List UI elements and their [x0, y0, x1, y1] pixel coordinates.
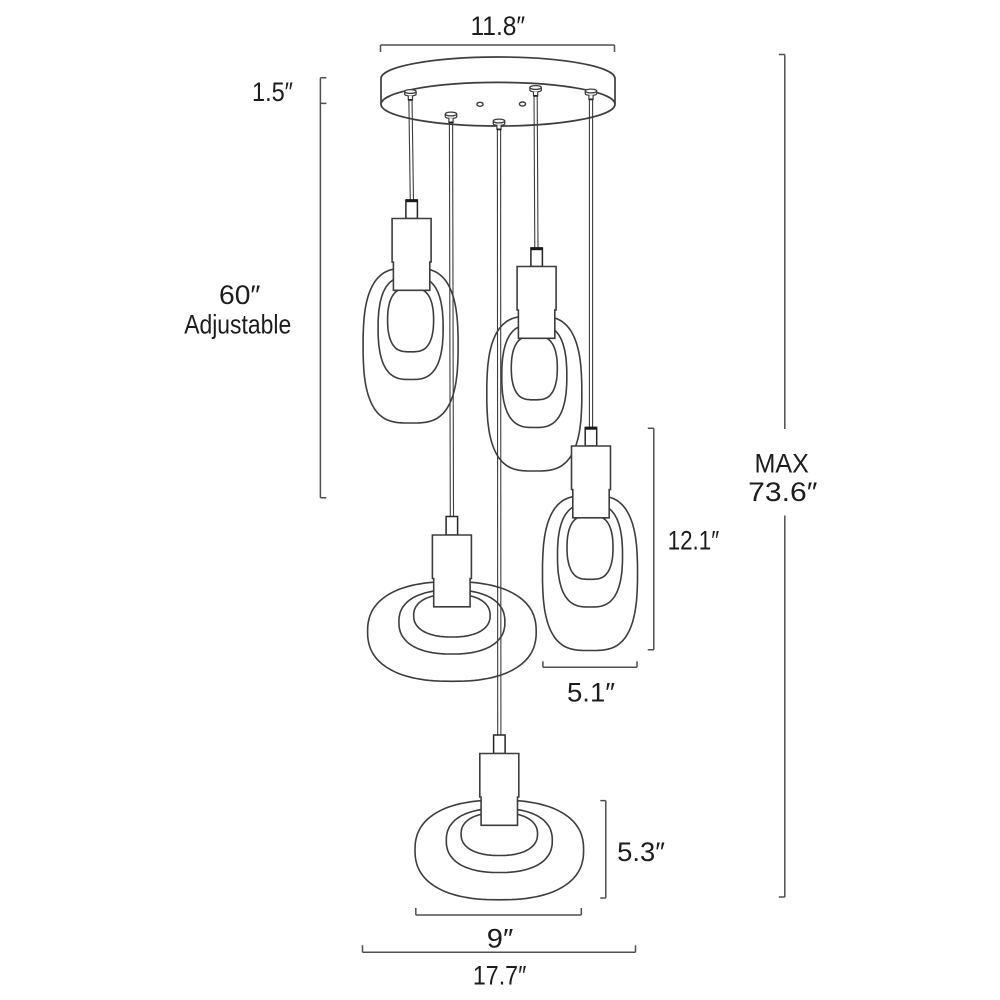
svg-text:Adjustable: Adjustable	[184, 310, 291, 340]
svg-text:MAX: MAX	[755, 449, 809, 479]
svg-text:12.1″: 12.1″	[668, 525, 720, 555]
svg-text:11.8″: 11.8″	[470, 11, 525, 41]
svg-text:60″: 60″	[219, 280, 261, 310]
svg-text:5.1″: 5.1″	[567, 678, 615, 708]
svg-text:73.6″: 73.6″	[748, 477, 818, 507]
svg-text:17.7″: 17.7″	[473, 960, 527, 990]
svg-text:9″: 9″	[487, 924, 514, 954]
svg-text:5.3″: 5.3″	[617, 837, 665, 867]
svg-text:1.5″: 1.5″	[252, 77, 293, 107]
